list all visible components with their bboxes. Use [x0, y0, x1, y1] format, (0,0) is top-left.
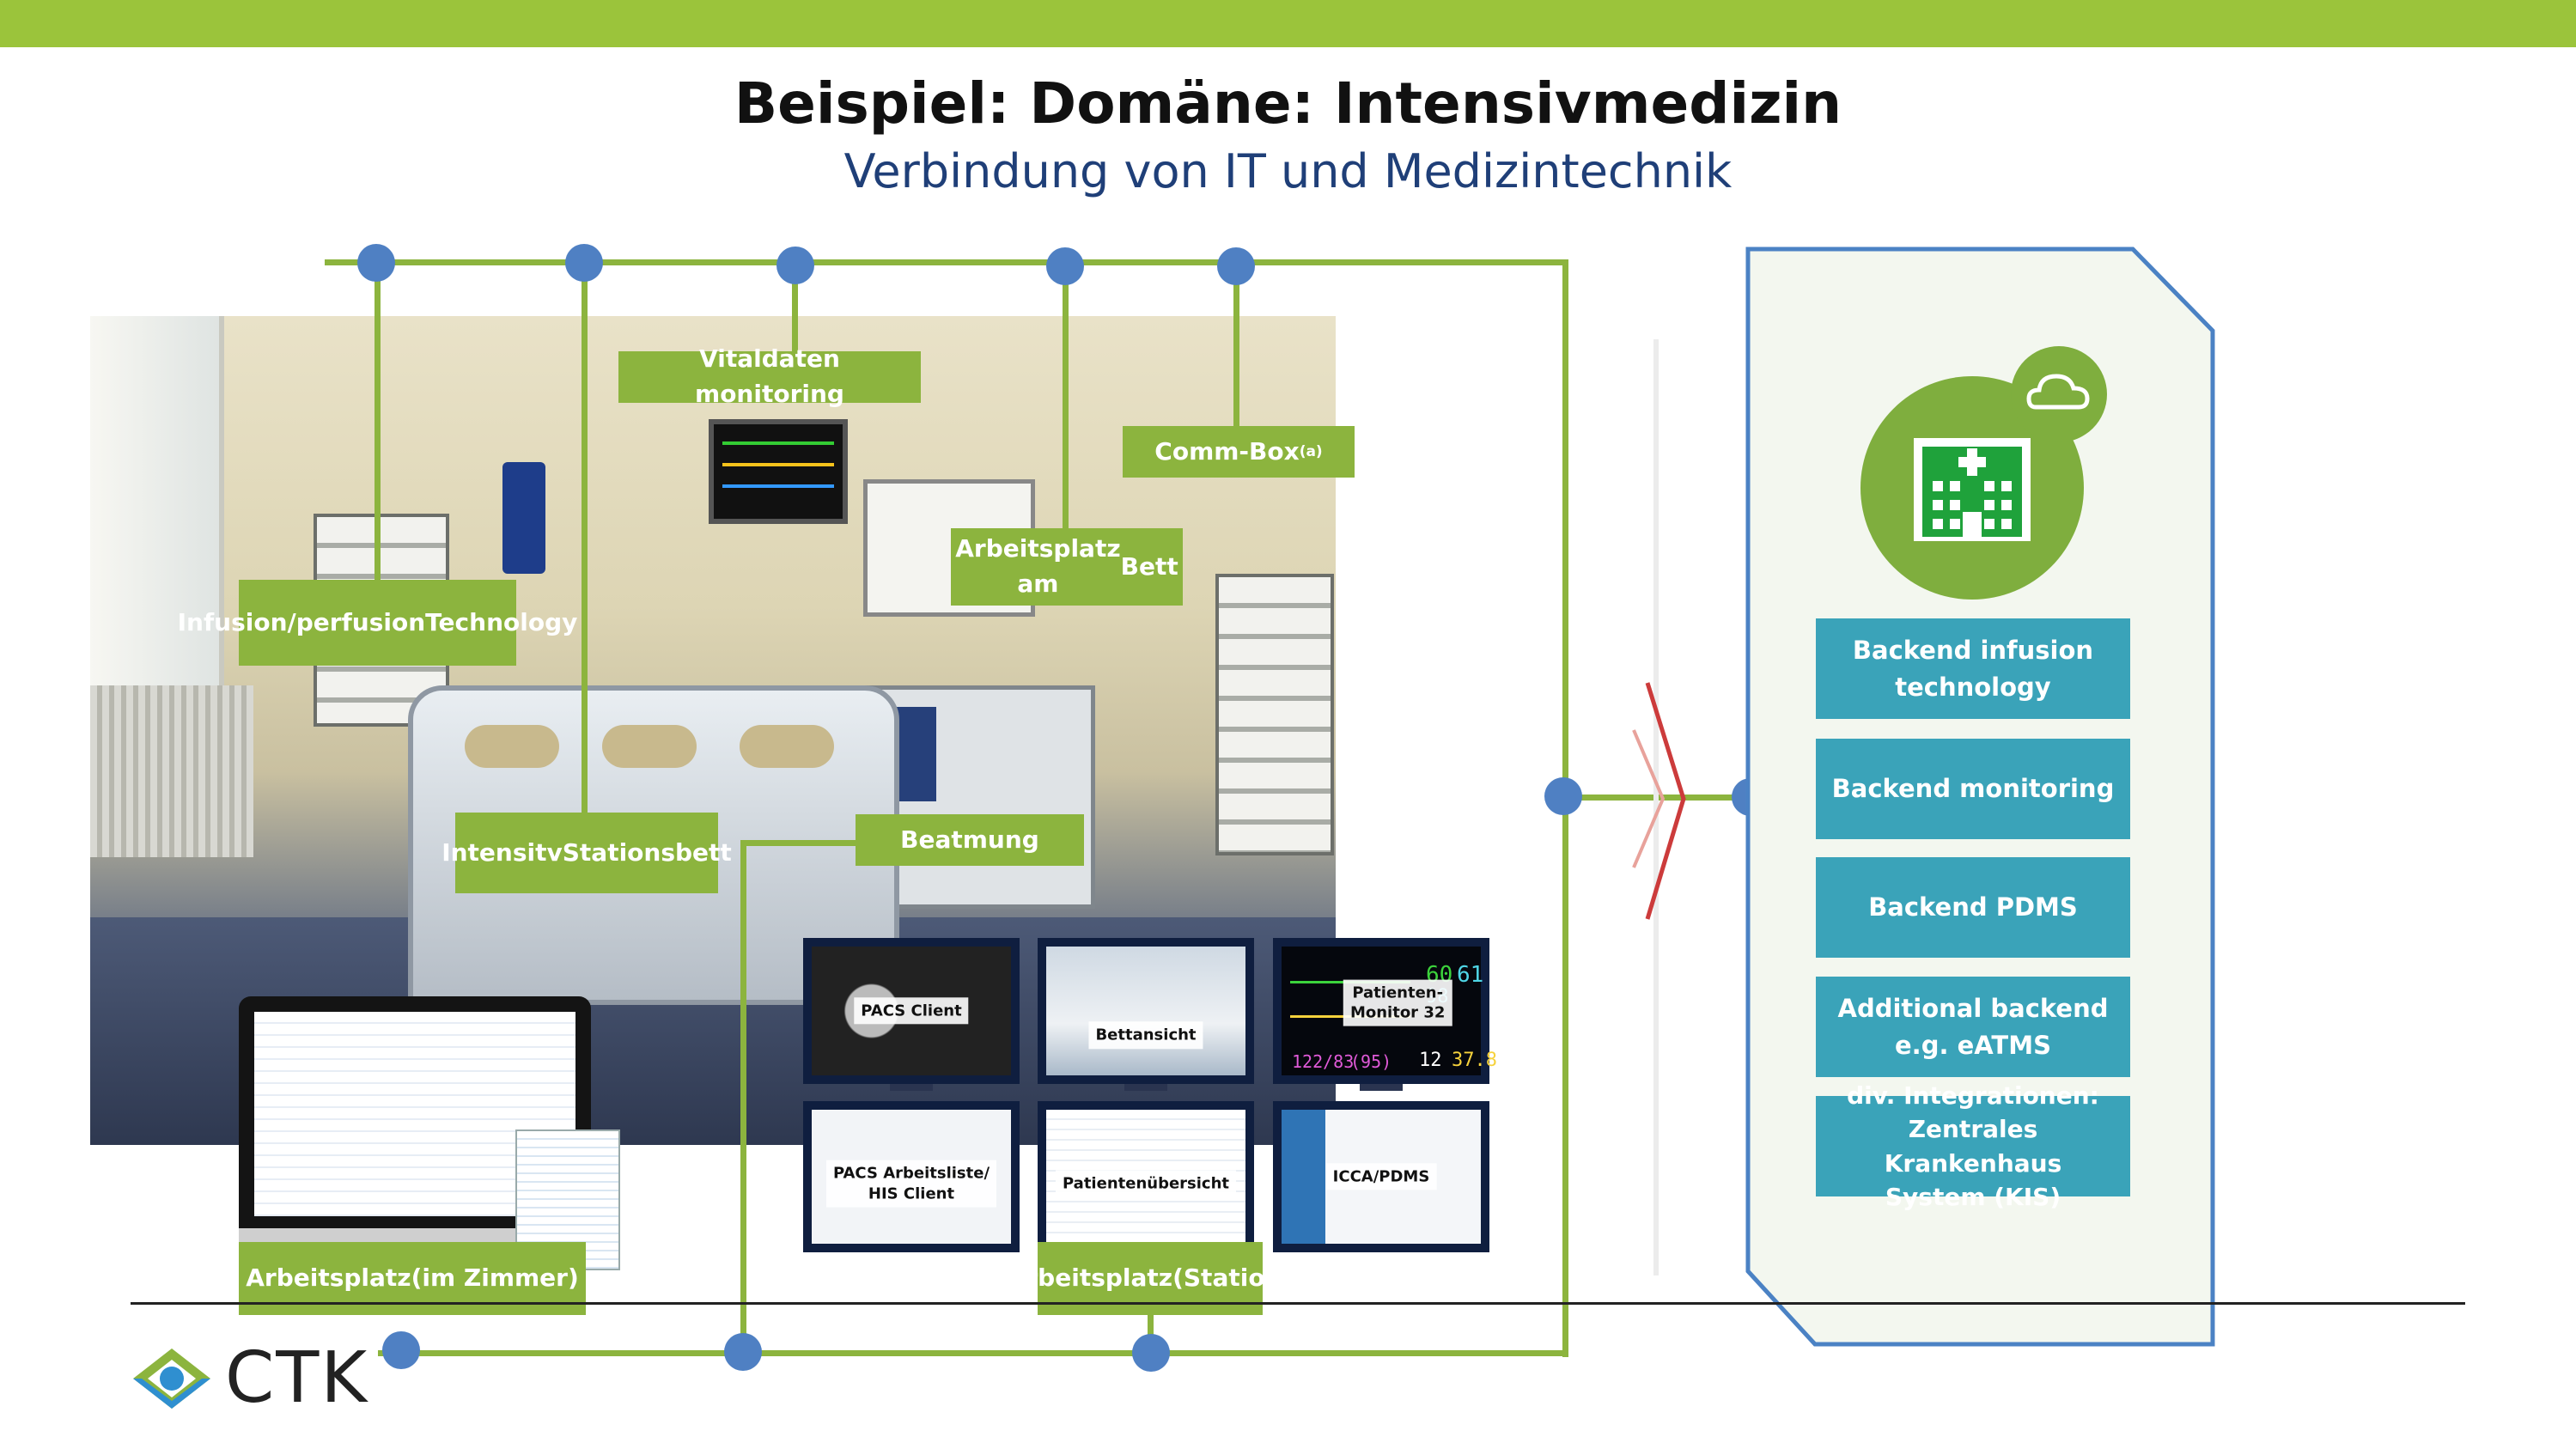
screen-label-patientenuebersicht: Patientenübersicht	[1055, 1170, 1237, 1197]
top-accent-bar	[0, 0, 2576, 47]
infusion-pump-rack-right	[1215, 574, 1334, 855]
network-node	[565, 244, 603, 282]
ctk-logo-text: CTK	[225, 1337, 369, 1419]
screen-label-bettansicht: Bettansicht	[1088, 1021, 1203, 1050]
screen-icca-pdms: ICCA/PDMS	[1273, 1101, 1489, 1252]
network-line-top	[325, 259, 1568, 265]
page-title: Beispiel: Domäne: Intensivmedizin	[734, 70, 1842, 137]
network-node	[1046, 247, 1084, 285]
vital-monitor	[709, 419, 848, 524]
screen-bettansicht: Bettansicht	[1038, 938, 1254, 1084]
radiator	[90, 685, 253, 857]
label-vitaldaten-monitoring: Vitaldaten monitoring	[618, 344, 921, 408]
network-line-bottom	[378, 1350, 1568, 1356]
ctk-logo-icon	[133, 1349, 210, 1409]
network-node	[776, 247, 814, 284]
connector-station	[1148, 1314, 1154, 1353]
backend-monitoring: Backend monitoring	[1816, 739, 2130, 839]
screen-pacs-arbeitsliste: PACS Arbeitsliste/HIS Client	[803, 1101, 1020, 1252]
connector-arbeitsplatz-bett	[1063, 261, 1069, 553]
backend-kis-integrations: div. Integrationen:Zentrales Krankenhaus…	[1816, 1081, 2130, 1211]
vertical-divider	[1653, 339, 1659, 1275]
laptop-base	[239, 1228, 591, 1245]
network-node	[724, 1333, 762, 1371]
connector-beatmung-vertical	[740, 840, 746, 1355]
screen-label-patienten-monitor: Patienten-Monitor 32	[1343, 979, 1452, 1026]
screen-label-icca-pdms: ICCA/PDMS	[1325, 1163, 1437, 1190]
label-comm-box: Comm-Box(a)	[1123, 426, 1355, 478]
footer-rule	[131, 1302, 2465, 1305]
connector-beatmung-horizontal	[740, 840, 856, 846]
network-node	[1132, 1334, 1170, 1372]
connector-infusion	[375, 261, 381, 600]
screen-label-pacs-arbeitsliste: PACS Arbeitsliste/HIS Client	[825, 1160, 997, 1208]
connector-bed	[582, 261, 588, 814]
screen-pacs-client: PACS Client	[803, 938, 1020, 1084]
screen-label-pacs-client: PACS Client	[854, 997, 969, 1025]
hospital-icon	[1860, 376, 2084, 600]
network-node	[357, 244, 395, 282]
iv-bag	[502, 462, 545, 574]
page-subtitle: Verbindung von IT und Medizintechnik	[843, 144, 1733, 198]
connector-vital	[792, 261, 798, 351]
label-beatmung: Beatmung	[856, 814, 1084, 866]
window	[90, 316, 224, 720]
arrow-icon	[1632, 682, 1686, 920]
cloud-icon	[2011, 346, 2107, 442]
screen-patienten-monitor: 60 61 98 122/83 (95) 12 37.8 Patienten-M…	[1273, 938, 1497, 1084]
network-node	[382, 1331, 420, 1369]
network-node	[1217, 247, 1255, 285]
backend-pdms: Backend PDMS	[1816, 857, 2130, 958]
screen-patientenuebersicht: Patientenübersicht	[1038, 1101, 1254, 1252]
connector-comm-box	[1233, 261, 1239, 433]
network-node	[1544, 777, 1582, 815]
